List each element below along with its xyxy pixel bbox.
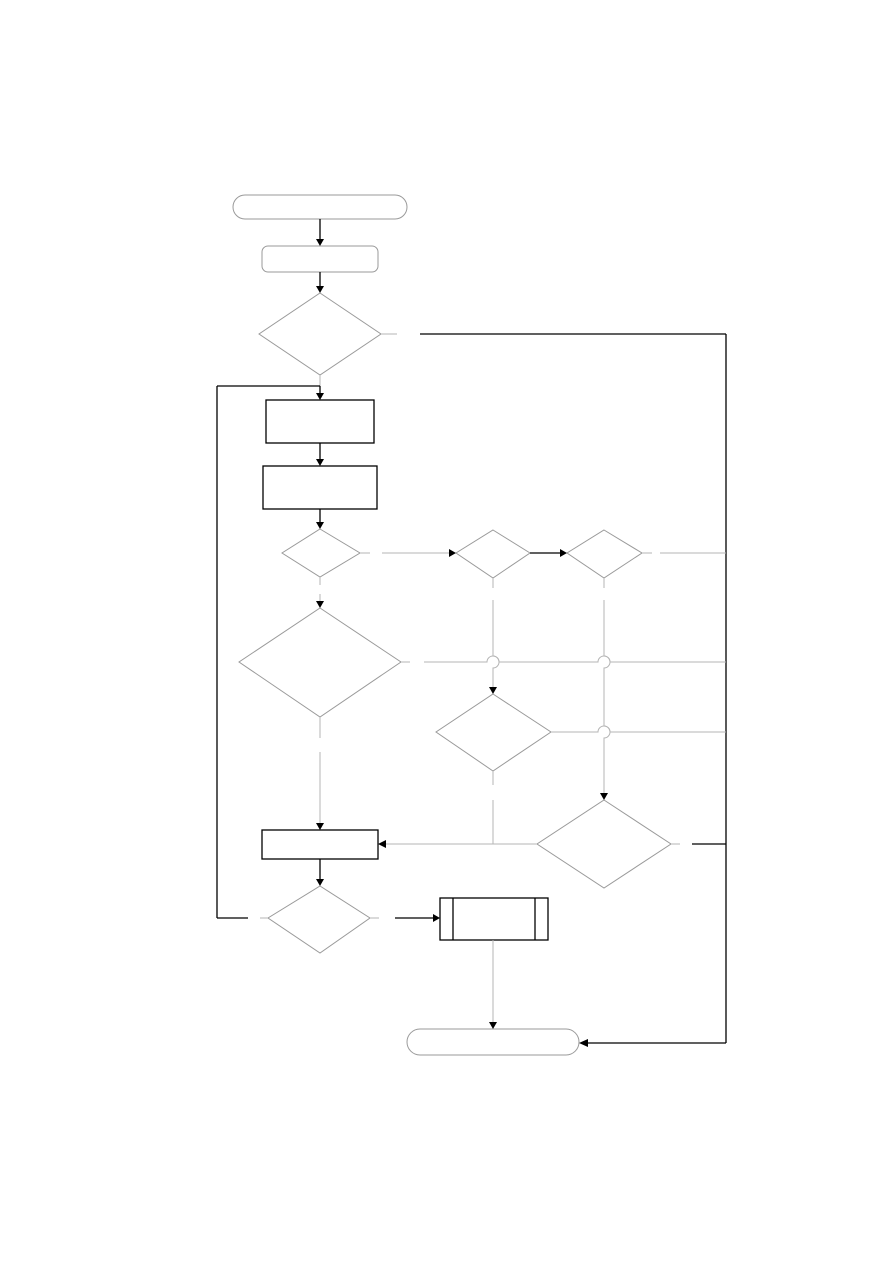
exit-rail-connector [381,333,727,1047]
loop-decision [267,885,371,954]
subroutine-box [439,897,549,941]
start-terminator [232,194,408,220]
loop-connectors [216,385,497,1029]
small-decision-2 [455,529,531,579]
main-decision [258,292,382,376]
spine-connectors [316,219,324,886]
end-terminator [406,1028,580,1056]
horizontal-connectors [378,655,726,848]
large-decision [238,607,402,718]
small-decision-3 [566,529,643,579]
process-box-2 [262,465,378,510]
middle-decision [435,693,552,772]
small-decision-1 [281,528,361,578]
process-box-1 [265,399,375,444]
process-box-3 [261,829,379,860]
right-decision [536,799,672,889]
init-step [261,245,379,273]
decision-row-connectors [360,549,726,557]
